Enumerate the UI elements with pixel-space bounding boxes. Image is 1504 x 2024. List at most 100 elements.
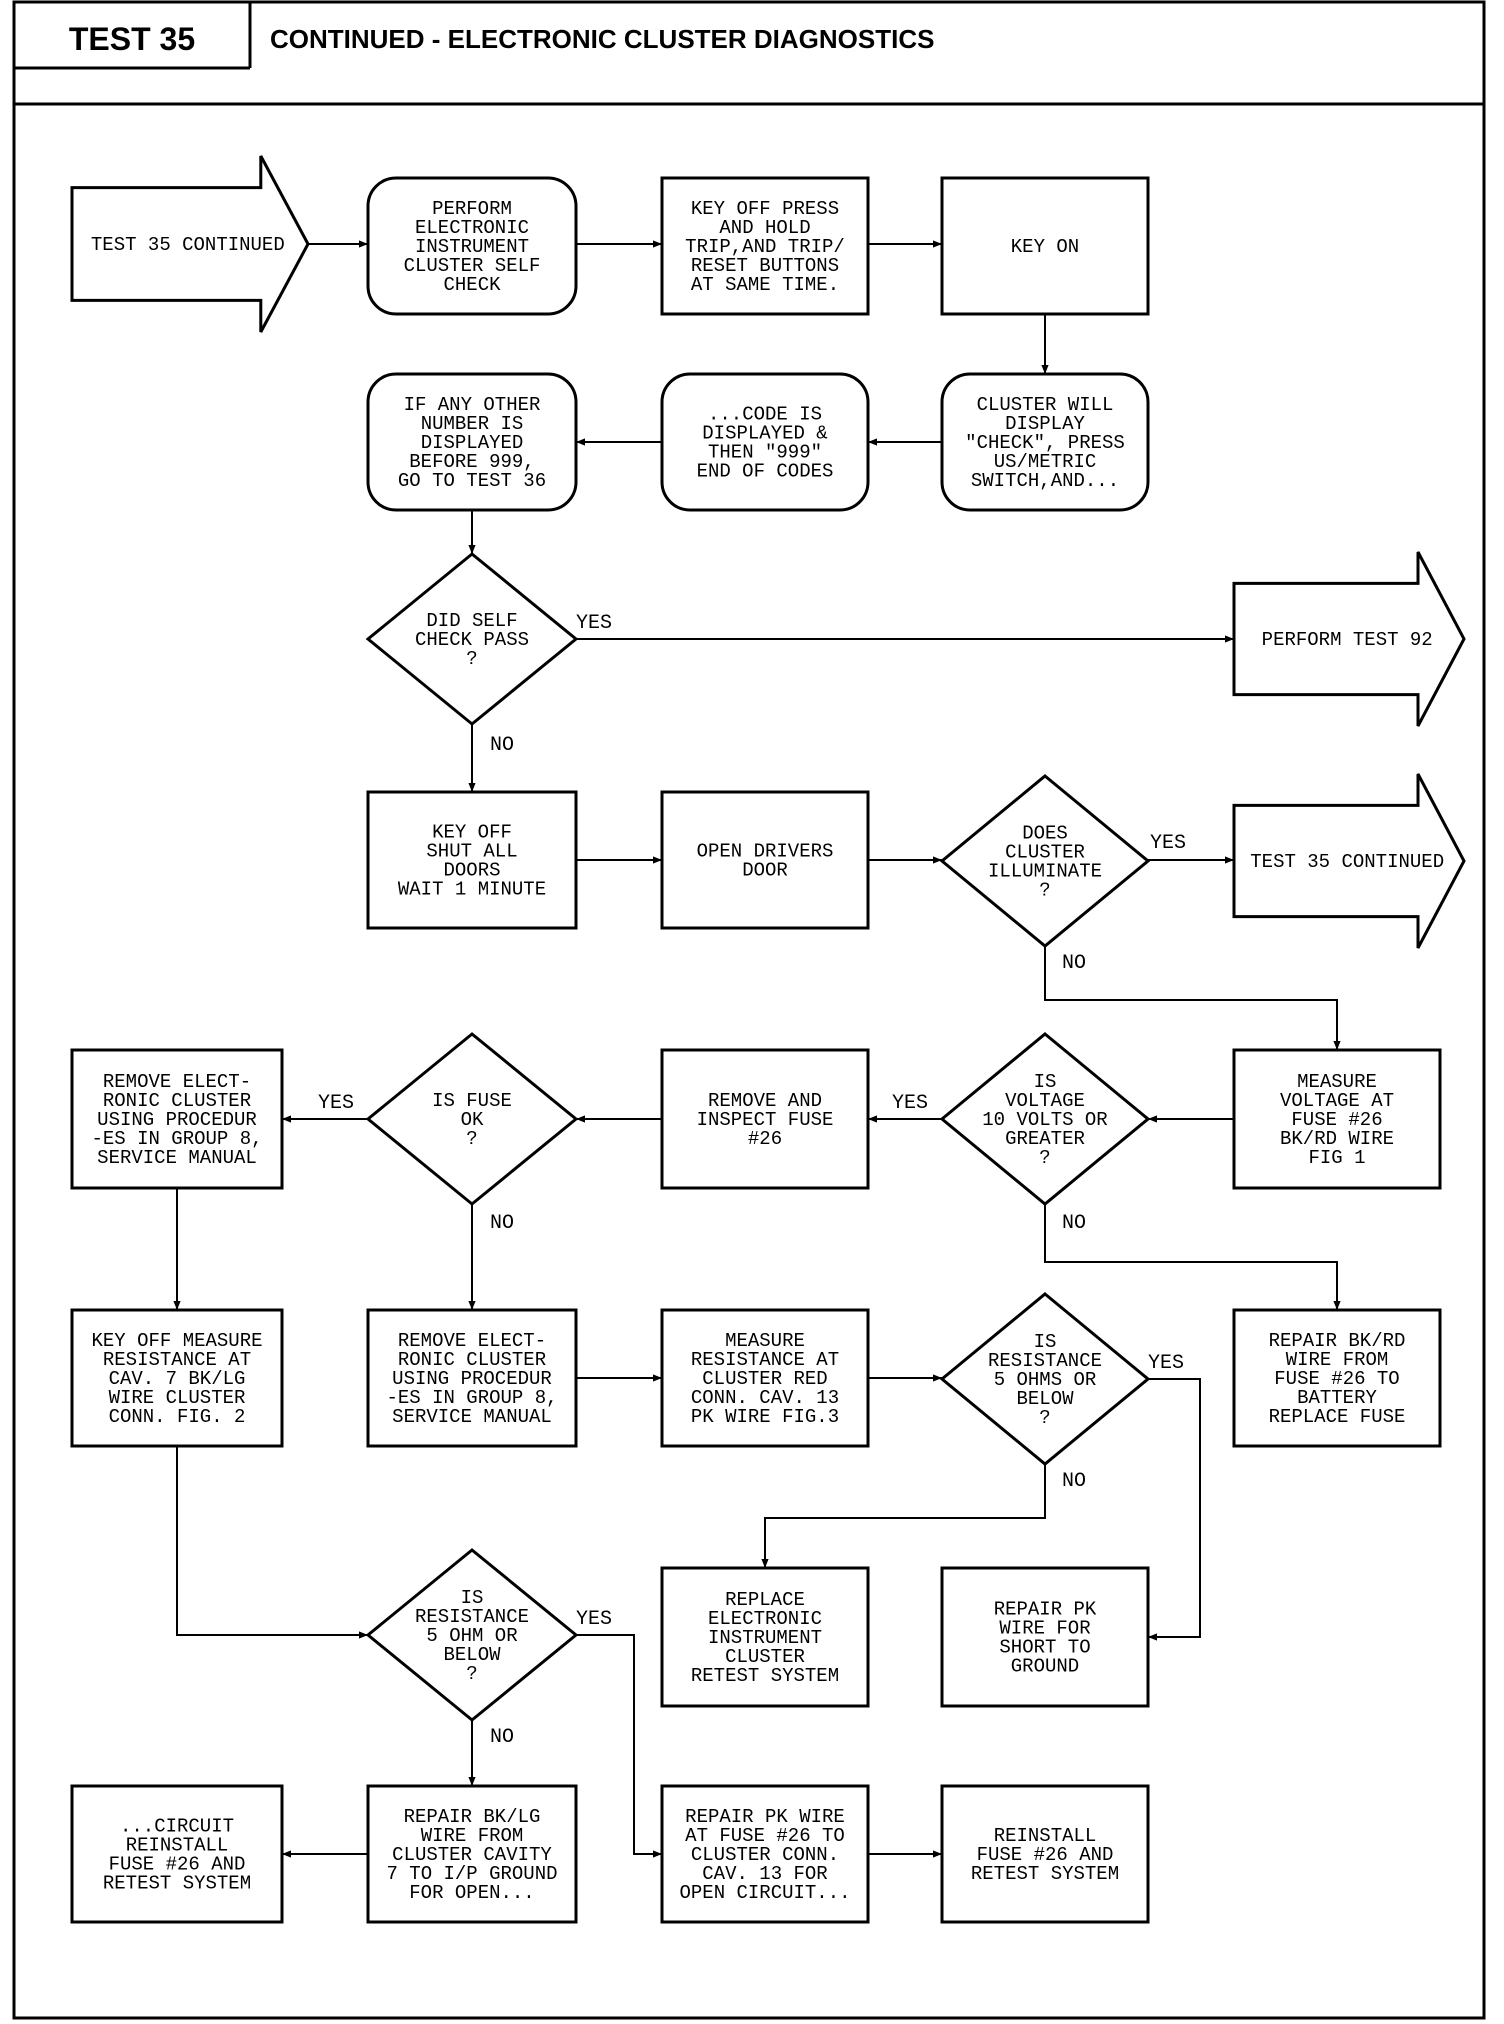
node-illuminate-line: DOES (1022, 823, 1068, 845)
node-remove-fuse-shape (660, 1048, 870, 1190)
edge-label-no: NO (1062, 1470, 1086, 1493)
node-reinstall-fuse-line: REINSTALL (994, 1825, 1097, 1847)
node-cluster-display-line: SWITCH,AND... (971, 470, 1119, 492)
node-test-92-line: PERFORM TEST 92 (1262, 629, 1433, 651)
node-key-off-measure-shape (70, 1308, 284, 1448)
node-self-check-line: CHECK (443, 274, 501, 296)
edge-label-yes: YES (1148, 1352, 1184, 1375)
node-repair-pk-open-line: OPEN CIRCUIT... (679, 1882, 850, 1904)
node-remove-cluster-2-line: SERVICE MANUAL (392, 1406, 552, 1428)
node-key-off-measure-line: KEY OFF MEASURE (91, 1330, 262, 1352)
edge-resistance-5ohms-to-repair-pk-short (1148, 1378, 1201, 1641)
node-repair-pk-short-line: WIRE FOR (999, 1618, 1090, 1640)
node-circuit-reinstall-line: ...CIRCUIT (120, 1816, 234, 1838)
node-cluster-display-line: DISPLAY (1005, 413, 1085, 435)
node-resistance-5ohm-line: 5 OHM OR (426, 1625, 517, 1647)
node-repair-bkrd-line: REPAIR BK/RD (1269, 1330, 1406, 1352)
node-other-number-line: IF ANY OTHER (404, 394, 541, 416)
node-resistance-5ohms-line: RESISTANCE (988, 1350, 1102, 1372)
edge-label-no: NO (1062, 1212, 1086, 1235)
node-illuminate-line: ? (1039, 880, 1050, 902)
node-resistance-5ohms-line: IS (1034, 1331, 1057, 1353)
node-test-35-cont-shape (1232, 773, 1466, 949)
node-circuit-reinstall-line: FUSE #26 AND (109, 1854, 246, 1876)
node-open-door-line: DOOR (742, 860, 788, 882)
node-replace-cluster-shape (660, 1566, 870, 1708)
node-cluster-display-shape (940, 372, 1150, 512)
edge-key-off-measure-to-resistance-5ohm (176, 1446, 368, 1639)
node-key-off-press-line: AT SAME TIME. (691, 274, 839, 296)
node-measure-voltage-shape (1232, 1048, 1442, 1190)
header: TEST 35 CONTINUED - ELECTRONIC CLUSTER D… (12, 0, 1486, 2020)
node-measure-voltage-line: BK/RD WIRE (1280, 1128, 1394, 1150)
edge-label-yes: YES (576, 1608, 612, 1631)
node-remove-cluster-2-line: USING PROCEDUR (392, 1368, 552, 1390)
node-key-on-line: KEY ON (1011, 236, 1079, 258)
edge-resistance-5ohm-to-repair-pk-open (576, 1634, 662, 1858)
node-resistance-5ohm-line: IS (461, 1587, 484, 1609)
node-circuit-reinstall-line: REINSTALL (126, 1835, 229, 1857)
node-measure-voltage-line: FIG 1 (1308, 1147, 1365, 1169)
node-remove-cluster-2-shape (366, 1308, 578, 1448)
node-other-number-shape (366, 372, 578, 512)
node-repair-bklg-line: CLUSTER CAVITY (392, 1844, 552, 1866)
node-measure-resistance-line: RESISTANCE AT (691, 1349, 839, 1371)
node-cluster-display-line: US/METRIC (994, 451, 1097, 473)
node-code-displayed-line: THEN "999" (708, 442, 822, 464)
node-shut-doors-shape (366, 790, 578, 930)
node-did-pass-line: CHECK PASS (415, 629, 529, 651)
node-measure-resistance-shape (660, 1308, 870, 1448)
node-voltage-q-shape (939, 1032, 1151, 1206)
node-measure-voltage-line: FUSE #26 (1291, 1109, 1382, 1131)
node-self-check-shape (366, 176, 578, 316)
node-replace-cluster-line: ELECTRONIC (708, 1608, 822, 1630)
node-repair-bklg-line: 7 TO I/P GROUND (386, 1863, 557, 1885)
node-did-pass-line: DID SELF (426, 610, 517, 632)
node-test-92-shape (1232, 551, 1466, 727)
node-repair-pk-open-line: CLUSTER CONN. (691, 1844, 839, 1866)
node-repair-bklg-line: REPAIR BK/LG (404, 1806, 541, 1828)
node-illuminate-shape (939, 774, 1151, 948)
node-did-pass-shape (365, 552, 579, 726)
edge-label-yes: YES (318, 1092, 354, 1115)
node-circuit-reinstall-shape (70, 1784, 284, 1924)
node-remove-cluster-2-line: REMOVE ELECT- (398, 1330, 546, 1352)
node-key-on-shape (940, 176, 1150, 316)
node-other-number-line: BEFORE 999, (409, 451, 534, 473)
node-remove-cluster-1-line: -ES IN GROUP 8, (91, 1128, 262, 1150)
node-start-line: TEST 35 CONTINUED (91, 234, 285, 256)
node-key-off-press-line: RESET BUTTONS (691, 255, 839, 277)
node-repair-pk-short-line: REPAIR PK (994, 1599, 1097, 1621)
node-remove-cluster-2-line: RONIC CLUSTER (398, 1349, 546, 1371)
node-remove-fuse-line: #26 (748, 1128, 782, 1150)
node-reinstall-fuse-shape (940, 1784, 1150, 1924)
node-resistance-5ohms-line: BELOW (1016, 1388, 1074, 1410)
node-voltage-q-line: IS (1034, 1071, 1057, 1093)
node-repair-bkrd-line: BATTERY (1297, 1387, 1377, 1409)
node-test-35-cont: TEST 35 CONTINUED (1232, 773, 1466, 949)
edge-label-yes: YES (892, 1092, 928, 1115)
edge-voltage-q-to-repair-bkrd (1044, 1204, 1341, 1310)
edge-illuminate-to-measure-voltage (1044, 946, 1341, 1050)
node-test-35-cont-line: TEST 35 CONTINUED (1250, 851, 1444, 873)
node-open-door-line: OPEN DRIVERS (697, 841, 834, 863)
node-key-off-measure-line: CONN. FIG. 2 (109, 1406, 246, 1428)
node-repair-pk-open-line: AT FUSE #26 TO (685, 1825, 845, 1847)
edge-resistance-5ohms-to-replace-cluster (761, 1464, 1046, 1568)
node-repair-pk-open-line: CAV. 13 FOR (702, 1863, 827, 1885)
node-resistance-5ohm-line: BELOW (443, 1644, 501, 1666)
node-fuse-ok-line: OK (461, 1109, 484, 1131)
node-voltage-q-line: ? (1039, 1147, 1050, 1169)
